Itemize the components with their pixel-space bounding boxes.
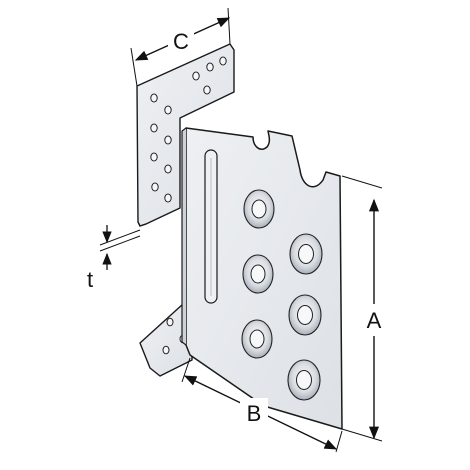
dimension-b: B: [181, 357, 343, 453]
dimension-c-label: C: [173, 29, 189, 54]
hole: [287, 359, 321, 401]
dimension-t-label: t: [87, 267, 93, 292]
dimension-c: C: [130, 7, 231, 87]
plate-holes: [241, 189, 323, 401]
hole: [288, 294, 322, 336]
hole: [242, 254, 274, 294]
dimension-b-label: B: [247, 401, 262, 426]
dimension-t: t: [87, 225, 141, 292]
dimension-a: A: [341, 175, 388, 442]
hole: [243, 189, 275, 229]
dimension-a-label: A: [367, 308, 382, 333]
upper-flange: [136, 43, 235, 227]
upper-flange-holes: [150, 56, 227, 203]
hole: [289, 233, 323, 275]
hole: [241, 319, 273, 359]
